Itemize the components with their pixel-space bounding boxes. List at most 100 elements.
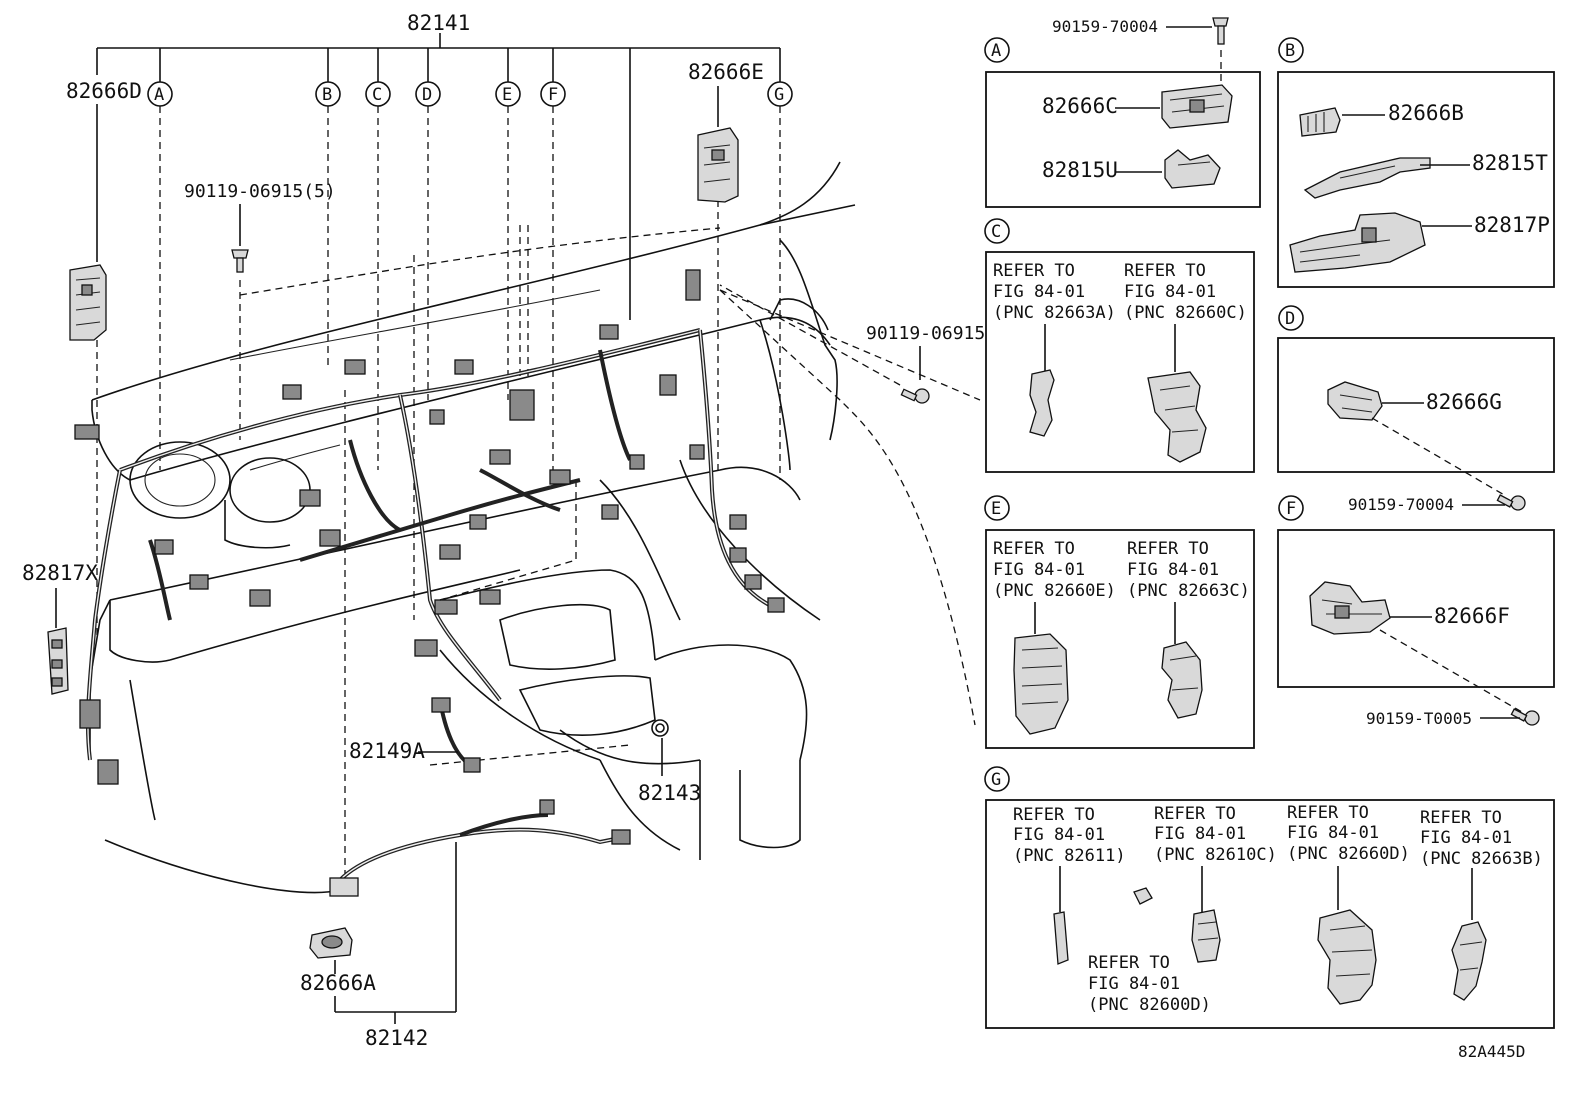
detail-d-screw-label: 90159-70004 [1348, 495, 1454, 514]
detail-b-part1-label: 82666B [1388, 101, 1464, 125]
detail-g-ref3-line2: FIG 84-01 [1287, 823, 1379, 843]
part-82666F [1309, 581, 1391, 635]
detail-e-ref1-line3: (PNC 82660E) [993, 581, 1116, 601]
detail-a-screw-icon [1212, 17, 1229, 45]
part-82815T [1303, 157, 1431, 199]
detail-c: C REFER TO FIG 84-01 (PNC 82663A) REFER … [984, 218, 1255, 473]
harness-82142-bracket [334, 842, 457, 1024]
detail-c-letter: C [991, 222, 1001, 242]
detail-g-ref3-line3: (PNC 82660D) [1287, 844, 1410, 864]
detail-b: B 82666B 82815T 82817P [1277, 37, 1555, 288]
detail-g-ref5-line2: FIG 84-01 [1088, 974, 1180, 994]
svg-text:B: B [322, 85, 332, 105]
part-82666B [1299, 107, 1341, 137]
instrument-panel-body [89, 161, 856, 894]
label-82143: 82143 [638, 781, 701, 805]
detail-a: A 90159-70004 82666C 82815U [984, 17, 1261, 208]
detail-d-part1-label: 82666G [1426, 390, 1502, 414]
detail-g-letter: G [991, 770, 1001, 790]
bolt-left-icon [231, 249, 249, 273]
detail-f-letter: F [1286, 499, 1296, 519]
label-bolt-right: 90119-06915 [866, 323, 985, 344]
block-82666E-part [697, 127, 739, 203]
detail-b-letter: B [1285, 41, 1295, 61]
detail-e-ref1-line1: REFER TO [993, 539, 1075, 559]
part-82660C [1147, 371, 1207, 463]
svg-text:D: D [422, 85, 432, 105]
label-82666E: 82666E [688, 60, 764, 84]
detail-g-ref1-line2: FIG 84-01 [1013, 825, 1105, 845]
detail-c-ref2-line3: (PNC 82660C) [1124, 303, 1247, 323]
bolt-right-icon [900, 388, 930, 404]
detail-g-box [985, 799, 1555, 1029]
detail-a-box [985, 71, 1261, 208]
svg-text:F: F [548, 85, 558, 105]
callout-a: A [147, 81, 173, 107]
detail-g-ref5-line1: REFER TO [1088, 953, 1170, 973]
detail-g: G REFER TO FIG 84-01 (PNC 82611) REFER T… [984, 766, 1555, 1029]
callout-e: E [495, 81, 521, 107]
detail-g-ref1-line3: (PNC 82611) [1013, 846, 1126, 866]
callout-g: G [767, 81, 793, 107]
detail-e-ref2-line3: (PNC 82663C) [1127, 581, 1250, 601]
label-bolt-left: 90119-06915(5) [184, 181, 336, 202]
detail-g-ref2-line2: FIG 84-01 [1154, 824, 1246, 844]
label-82666D: 82666D [66, 79, 142, 103]
part-82817P [1289, 212, 1426, 273]
detail-c-ref1-line2: FIG 84-01 [993, 282, 1085, 302]
callout-d: D [415, 81, 441, 107]
detail-a-screw-label: 90159-70004 [1052, 17, 1158, 36]
part-82600D [1133, 887, 1153, 905]
harness-82149A [431, 697, 481, 773]
detail-c-box [985, 251, 1255, 473]
label-82142: 82142 [365, 1026, 428, 1050]
svg-text:C: C [372, 85, 382, 105]
detail-g-ref4-line1: REFER TO [1420, 808, 1502, 828]
detail-d-box [1277, 337, 1555, 473]
block-82666D-part [69, 264, 107, 341]
detail-f-screw-icon [1510, 708, 1540, 726]
part-82817X [47, 627, 69, 695]
detail-e: E REFER TO FIG 84-01 (PNC 82660E) REFER … [984, 495, 1255, 749]
part-82663B [1451, 921, 1487, 1001]
detail-b-part3-label: 82817P [1474, 213, 1550, 237]
diagram-code: 82A445D [1458, 1042, 1525, 1061]
harness-82143 [651, 719, 669, 737]
detail-g-ref4-line2: FIG 84-01 [1420, 828, 1512, 848]
detail-f-part1-label: 82666F [1434, 604, 1510, 628]
part-82666C [1161, 84, 1233, 129]
part-82666A [309, 927, 353, 959]
harness-82141-bracket [96, 33, 781, 320]
detail-g-ref3-line1: REFER TO [1287, 803, 1369, 823]
detail-a-part2-label: 82815U [1042, 158, 1118, 182]
label-82141: 82141 [407, 11, 470, 35]
detail-g-ref5-line3: (PNC 82600D) [1088, 995, 1211, 1015]
detail-e-ref2-line1: REFER TO [1127, 539, 1209, 559]
reference-frame [239, 225, 981, 766]
label-82817X: 82817X [22, 561, 98, 585]
detail-c-ref1-line1: REFER TO [993, 261, 1075, 281]
detail-g-ref2-line1: REFER TO [1154, 804, 1236, 824]
svg-text:G: G [774, 85, 784, 105]
label-82666A: 82666A [300, 971, 376, 995]
part-82610C [1191, 909, 1221, 963]
callout-f: F [540, 81, 566, 107]
detail-e-letter: E [991, 499, 1001, 519]
part-82663C [1161, 641, 1203, 719]
part-82660E [1013, 633, 1069, 735]
part-82666G [1327, 381, 1383, 421]
part-82660D [1317, 909, 1377, 1005]
part-82815U [1164, 149, 1221, 189]
detail-e-ref2-line2: FIG 84-01 [1127, 560, 1219, 580]
label-82149A: 82149A [349, 739, 425, 763]
harness-connectors [74, 269, 785, 785]
svg-text:E: E [502, 85, 512, 105]
detail-e-box [985, 529, 1255, 749]
detail-g-ref2-line3: (PNC 82610C) [1154, 845, 1277, 865]
detail-b-part2-label: 82815T [1472, 151, 1548, 175]
detail-d-screw-icon [1496, 494, 1526, 511]
detail-d: D 82666G 90159-70004 [1277, 305, 1555, 514]
detail-c-ref2-line1: REFER TO [1124, 261, 1206, 281]
detail-e-ref1-line2: FIG 84-01 [993, 560, 1085, 580]
